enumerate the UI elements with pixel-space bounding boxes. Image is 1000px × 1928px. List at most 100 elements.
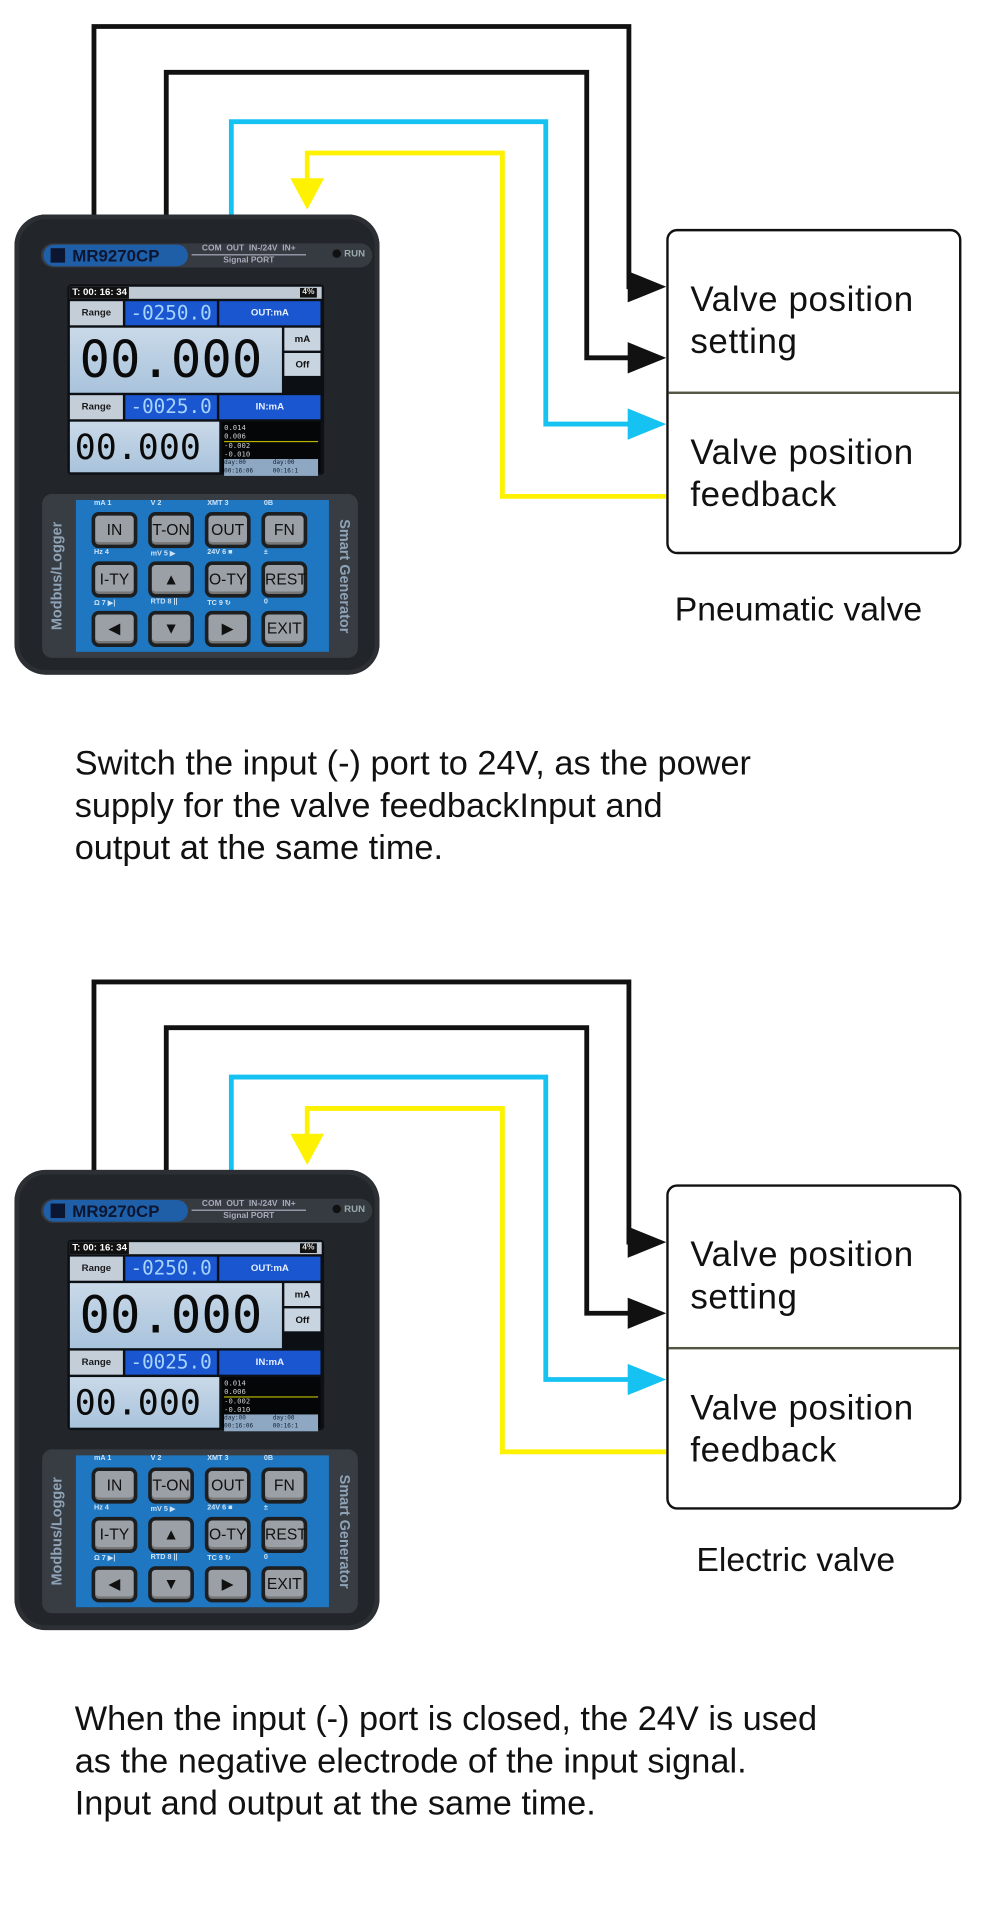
signal-generator-device: MR9270CP COM OUT IN-/24V IN+Signal PORT …	[14, 1169, 380, 1631]
description: When the input (-) port is closed, the 2…	[75, 1699, 817, 1826]
key-up[interactable]: ▲	[148, 1516, 194, 1553]
wire-in-24v	[228, 1074, 633, 1382]
trend-tick: -0.002	[224, 1397, 251, 1407]
key-alt-label: ±	[263, 1504, 268, 1513]
key-i-ty[interactable]: I-TY	[91, 1516, 138, 1553]
description-line: supply for the valve feedbackInput and	[74, 786, 663, 826]
key-fn[interactable]: FN	[261, 512, 308, 549]
arrow-icon	[627, 1297, 667, 1329]
led-icon	[332, 249, 341, 258]
unit-label: mA	[284, 327, 321, 351]
key-o-ty[interactable]: O-TY	[204, 1516, 251, 1553]
key-down[interactable]: ▼	[148, 610, 194, 647]
smart-generator-label: Smart Generator	[336, 518, 354, 633]
valve-setting-label: setting	[690, 322, 798, 362]
key-rest[interactable]: REST	[261, 561, 308, 598]
key-fn[interactable]: FN	[261, 1467, 308, 1504]
signal-port-label: Signal PORT	[223, 256, 275, 266]
trend-tick: 0.014	[224, 424, 246, 433]
key-alt-label: mV 5 ▶	[150, 1506, 176, 1514]
model-name: MR9270CP	[72, 245, 160, 266]
key-alt-label: RTD 8 ||	[150, 598, 178, 607]
arrow-icon	[627, 1226, 667, 1258]
key-alt-label: 0B	[263, 1455, 274, 1463]
key-alt-label: ±	[263, 549, 268, 557]
run-label: RUN	[344, 248, 366, 260]
key-alt-label: V 2	[150, 499, 162, 508]
wire-out	[163, 69, 633, 361]
key-alt-label: 24V 6 ■	[207, 1504, 233, 1513]
key-in[interactable]: IN	[91, 512, 138, 549]
arrow-icon	[290, 178, 325, 210]
key-t-on[interactable]: T-ON	[148, 1467, 194, 1504]
run-indicator: RUN	[332, 1203, 366, 1215]
key-alt-label: RTD 8 ||	[150, 1554, 178, 1562]
arrow-icon	[627, 342, 667, 374]
wires	[91, 24, 667, 499]
key-o-ty[interactable]: O-TY	[204, 561, 251, 598]
trend-chart: 0.014 0.006 -0.002 -0.010 day:00 00:16:0…	[221, 1377, 321, 1432]
port-names: COM OUT IN-/24V IN+	[191, 1199, 307, 1211]
key-i-ty[interactable]: I-TY	[91, 561, 138, 598]
valve-type-caption: Electric valve	[696, 1540, 896, 1579]
trend-time: day:00 00:16:1	[272, 459, 299, 475]
key-up[interactable]: ▲	[148, 561, 194, 598]
key-exit[interactable]: EXIT	[261, 610, 308, 647]
key-right[interactable]: ▶	[204, 1566, 251, 1603]
run-label: RUN	[344, 1203, 366, 1215]
description-line: Input and output at the same time.	[74, 1784, 596, 1823]
key-out[interactable]: OUT	[204, 1467, 251, 1504]
wire-in-plus	[304, 1106, 667, 1455]
trend-tick: 0.006	[224, 1388, 319, 1398]
key-alt-label: Hz 4	[93, 549, 109, 557]
valve-type-caption: Pneumatic valve	[674, 590, 923, 628]
valve-setting-label: Valve position	[690, 280, 914, 320]
output-value: 00.000	[69, 1283, 282, 1349]
timer: T: 00: 16: 34	[69, 1242, 130, 1255]
description-line: When the input (-) port is closed, the 2…	[74, 1699, 818, 1739]
description-line: output at the same time.	[74, 828, 444, 868]
key-alt-label: Ω 7 ▶|	[93, 599, 116, 608]
key-right[interactable]: ▶	[204, 610, 251, 647]
out-range-button: Range	[69, 1256, 123, 1281]
key-alt-label: XMT 3	[207, 499, 229, 508]
model-logo: MR9270CP	[43, 244, 188, 267]
trend-time: day:00 00:16:06	[224, 459, 254, 475]
key-alt-label: 24V 6 ■	[207, 549, 233, 557]
key-alt-label: 0	[263, 1554, 268, 1562]
valve-feedback-label: feedback	[690, 1431, 837, 1470]
unit-label: mA	[284, 1283, 321, 1307]
key-rest[interactable]: REST	[261, 1516, 308, 1553]
description: Switch the input (-) port to 24V, as the…	[75, 743, 751, 870]
key-out[interactable]: OUT	[204, 512, 251, 549]
trend-tick: -0.002	[224, 442, 251, 451]
key-exit[interactable]: EXIT	[261, 1566, 308, 1603]
in-range-value: -0025.0	[125, 395, 217, 420]
key-down[interactable]: ▼	[148, 1566, 194, 1603]
out-range-value: -0250.0	[125, 1256, 217, 1281]
arrow-icon	[290, 1133, 325, 1166]
in-range-button: Range	[69, 395, 123, 420]
in-mode: IN:mA	[219, 395, 321, 420]
modbus-logger-label: Modbus/Logger	[48, 1477, 66, 1586]
model-logo: MR9270CP	[43, 1199, 188, 1222]
key-in[interactable]: IN	[91, 1467, 138, 1504]
divider	[668, 391, 960, 394]
brand-icon	[50, 1203, 66, 1219]
signal-generator-device: MR9270CP COM OUT IN-/24V IN+Signal PORT …	[14, 214, 380, 675]
trend-time: day:00 00:16:1	[272, 1414, 299, 1431]
smart-generator-label: Smart Generator	[336, 1474, 354, 1589]
key-left[interactable]: ◀	[91, 610, 138, 647]
model-name: MR9270CP	[72, 1201, 160, 1221]
key-left[interactable]: ◀	[91, 1566, 138, 1603]
description-line: Switch the input (-) port to 24V, as the…	[74, 744, 752, 784]
key-t-on[interactable]: T-ON	[148, 512, 194, 549]
signal-port-labels: COM OUT IN-/24V IN+Signal PORT	[191, 1199, 307, 1222]
valve-setting-label: Valve position	[690, 1236, 914, 1275]
device-header: MR9270CP COM OUT IN-/24V IN+Signal PORT …	[40, 243, 373, 268]
key-alt-label: TC 9 ↻	[207, 1555, 231, 1563]
